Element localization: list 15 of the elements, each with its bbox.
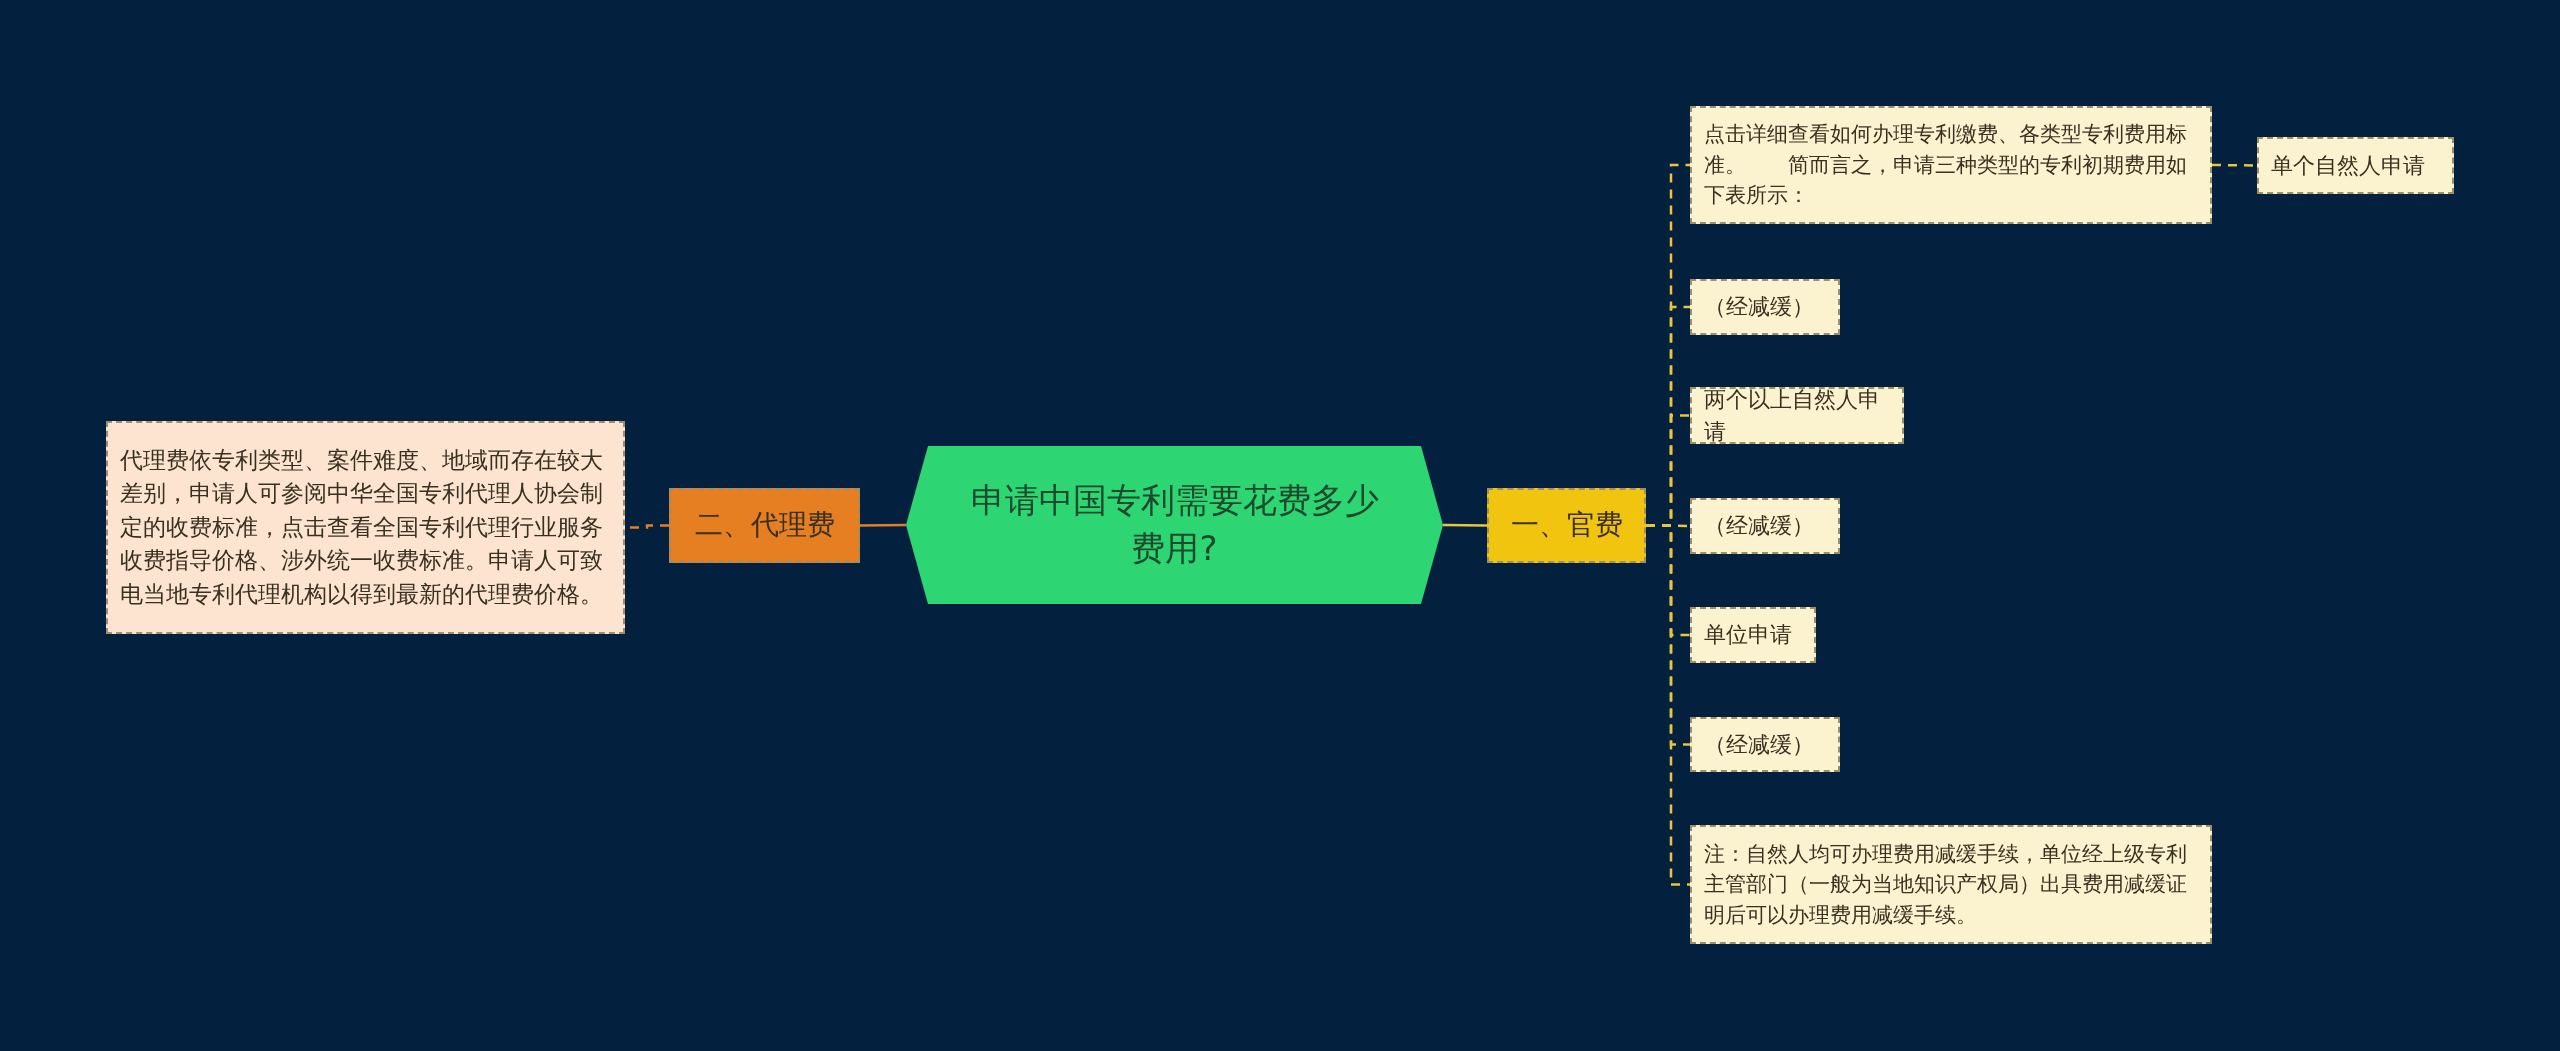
connector-line bbox=[860, 523, 906, 527]
branch-label: 二、代理费 bbox=[669, 488, 860, 563]
note-card: 点击详细查看如何办理专利缴费、各类型专利费用标准。 简而言之，申请三种类型的专利初期费用如下表所示： bbox=[1690, 106, 2212, 224]
topic-title: 申请中国专利需要花费多少费用? bbox=[969, 479, 1380, 570]
note-card: 单位申请 bbox=[1690, 607, 1816, 663]
note-card: 代理费依专利类型、案件难度、地域而存在较大差别，申请人可参阅中华全国专利代理人协会制定的收费标准，点击查看全国专利代理行业服务收费指导价格、涉外统一收费标准。申请人可致电当地专利代理机构以得到最新的代理费价格。 bbox=[106, 421, 625, 634]
note-card: 注：自然人均可办理费用减缓手续，单位经上级专利主管部门（一般为当地知识产权局）出具费用减缓证明后可以办理费用减缓手续。 bbox=[1690, 825, 2212, 944]
connector-line bbox=[1443, 523, 1487, 527]
note-card: 两个以上自然人申请 bbox=[1690, 387, 1904, 444]
branch-label: 一、官费 bbox=[1487, 488, 1646, 563]
note-card: 单个自然人申请 bbox=[2257, 137, 2454, 194]
connector-line bbox=[1646, 524, 1690, 886]
note-card: （经减缓） bbox=[1690, 717, 1840, 772]
note-card: （经减缓） bbox=[1690, 279, 1840, 335]
note-card: （经减缓） bbox=[1690, 498, 1840, 554]
